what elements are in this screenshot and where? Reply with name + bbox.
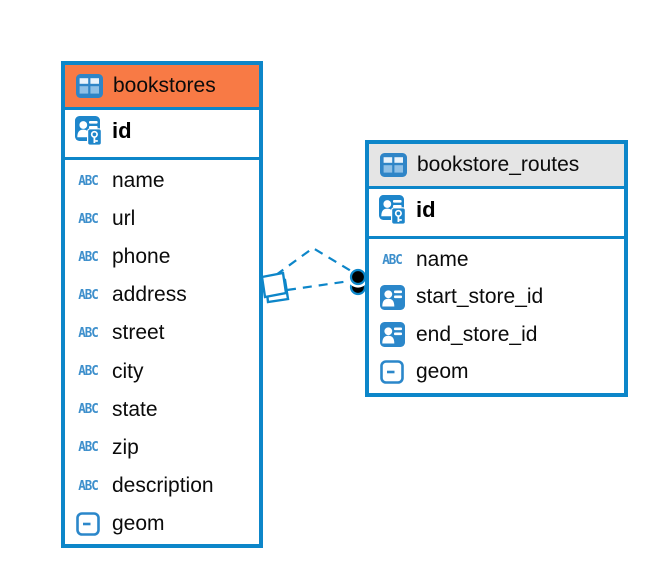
table-header[interactable]: bookstore_routes xyxy=(369,144,624,189)
column-row[interactable]: end_store_id xyxy=(369,316,624,354)
column-row[interactable]: ABC name xyxy=(369,241,624,279)
column-type-icon-holder: ABC xyxy=(73,477,103,493)
entity-table-bookstore-routes[interactable]: bookstore_routes id ABC name xyxy=(365,140,628,397)
primary-key-icon xyxy=(378,194,406,225)
relationship-line[interactable] xyxy=(286,279,351,292)
text-type-icon: ABC xyxy=(382,251,403,267)
geometry-type-icon xyxy=(76,512,100,536)
column-row[interactable]: ABC phone xyxy=(65,238,259,276)
column-name: url xyxy=(112,207,136,231)
foreign-key-icon xyxy=(379,284,405,310)
primary-key-icon-holder xyxy=(73,115,103,146)
column-type-icon-holder: ABC xyxy=(73,248,103,265)
column-row[interactable]: ABC name xyxy=(65,162,259,200)
column-name: name xyxy=(112,169,165,193)
text-type-icon: ABC xyxy=(78,324,99,341)
column-type-icon-holder: ABC xyxy=(73,210,103,227)
column-type-icon-holder xyxy=(377,360,407,385)
column-name: street xyxy=(112,321,165,345)
column-name: city xyxy=(112,359,144,383)
column-name: state xyxy=(112,397,158,421)
table-icon-holder xyxy=(378,153,408,177)
column-type-icon-holder xyxy=(73,512,103,536)
column-name: address xyxy=(112,283,187,307)
text-type-icon: ABC xyxy=(78,286,99,303)
foreign-key-icon xyxy=(379,322,405,348)
column-type-icon-holder xyxy=(377,322,407,348)
primary-key-row[interactable]: id xyxy=(369,189,624,239)
entity-table-bookstores[interactable]: bookstores id ABC name xyxy=(61,61,263,548)
text-type-icon: ABC xyxy=(78,362,99,379)
table-name: bookstore_routes xyxy=(417,153,580,176)
primary-key-name: id xyxy=(112,117,132,143)
columns-list: ABC name start_store_id end_store_id geo… xyxy=(369,239,624,393)
text-type-icon: ABC xyxy=(78,439,99,455)
many-end-diamond-marker xyxy=(260,271,288,299)
column-type-icon-holder: ABC xyxy=(73,403,103,416)
text-type-icon: ABC xyxy=(78,248,99,265)
column-type-icon-holder: ABC xyxy=(73,324,103,341)
column-row[interactable]: ABC state xyxy=(65,391,259,429)
column-name: geom xyxy=(112,511,165,535)
relationship-line[interactable] xyxy=(275,246,352,276)
table-header[interactable]: bookstores xyxy=(65,65,259,110)
column-type-icon-holder: ABC xyxy=(73,441,103,454)
column-name: zip xyxy=(112,435,139,459)
table-icon-holder xyxy=(74,74,104,98)
geometry-type-icon xyxy=(380,360,404,385)
column-row[interactable]: geom xyxy=(369,354,624,392)
column-row[interactable]: ABC address xyxy=(65,276,259,314)
columns-list: ABC name ABC url ABC phone ABC address A… xyxy=(65,160,259,545)
column-name: geom xyxy=(416,360,469,384)
column-row[interactable]: ABC city xyxy=(65,352,259,390)
column-row[interactable]: ABC url xyxy=(65,200,259,238)
one-end-circle-marker xyxy=(349,268,367,286)
table-icon xyxy=(75,74,103,98)
primary-key-row[interactable]: id xyxy=(65,110,259,160)
column-name: phone xyxy=(112,245,171,269)
column-row[interactable]: ABC description xyxy=(65,467,259,505)
column-type-icon-holder xyxy=(377,284,407,310)
table-icon xyxy=(379,153,407,177)
column-name: description xyxy=(112,473,214,497)
primary-key-icon-holder xyxy=(377,194,407,225)
column-name: end_store_id xyxy=(416,322,538,346)
text-type-icon: ABC xyxy=(78,477,99,493)
column-row[interactable]: ABC zip xyxy=(65,429,259,467)
column-type-icon-holder: ABC xyxy=(377,251,407,267)
column-type-icon-holder: ABC xyxy=(73,172,103,189)
text-type-icon: ABC xyxy=(78,172,99,189)
table-name: bookstores xyxy=(113,74,216,97)
column-name: start_store_id xyxy=(416,285,544,309)
primary-key-icon xyxy=(74,115,102,146)
column-row[interactable]: ABC street xyxy=(65,314,259,352)
primary-key-name: id xyxy=(416,196,436,222)
column-name: name xyxy=(416,247,469,271)
column-type-icon-holder: ABC xyxy=(73,286,103,303)
column-row[interactable]: start_store_id xyxy=(369,279,624,317)
text-type-icon: ABC xyxy=(78,210,99,227)
column-row[interactable]: geom xyxy=(65,505,259,543)
text-type-icon: ABC xyxy=(78,400,99,417)
column-type-icon-holder: ABC xyxy=(73,362,103,379)
